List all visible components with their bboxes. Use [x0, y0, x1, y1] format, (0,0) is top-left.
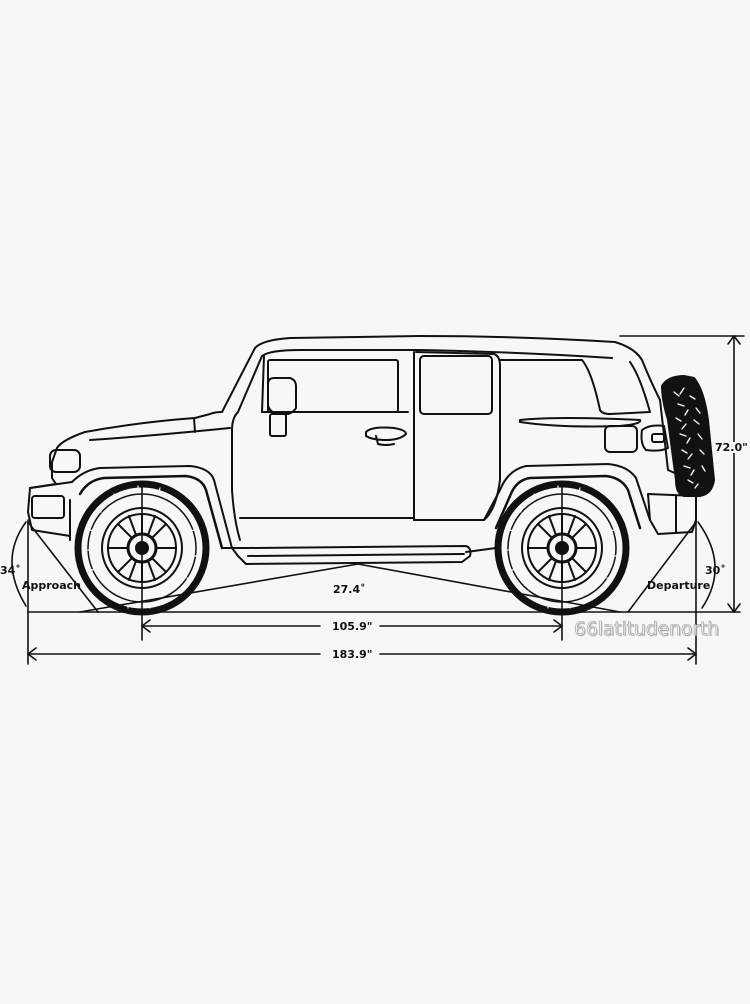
- approach-angle-value: 34˚: [0, 564, 21, 577]
- wheelbase-dimension: 105.9": [328, 621, 377, 632]
- departure-label: Departure: [647, 579, 711, 592]
- overall-length-dimension: 183.9": [328, 649, 377, 660]
- dimension-lines: [11, 335, 745, 665]
- approach-label: Approach: [22, 579, 82, 592]
- height-dimension: 72.0": [715, 441, 748, 454]
- watermark: 66latitudenorth: [574, 618, 720, 641]
- spare-tire: [661, 375, 715, 497]
- departure-angle-value: 30˚: [705, 564, 726, 577]
- breakover-angle-value: 27.4˚: [333, 583, 366, 596]
- vehicle-body: [27, 335, 697, 565]
